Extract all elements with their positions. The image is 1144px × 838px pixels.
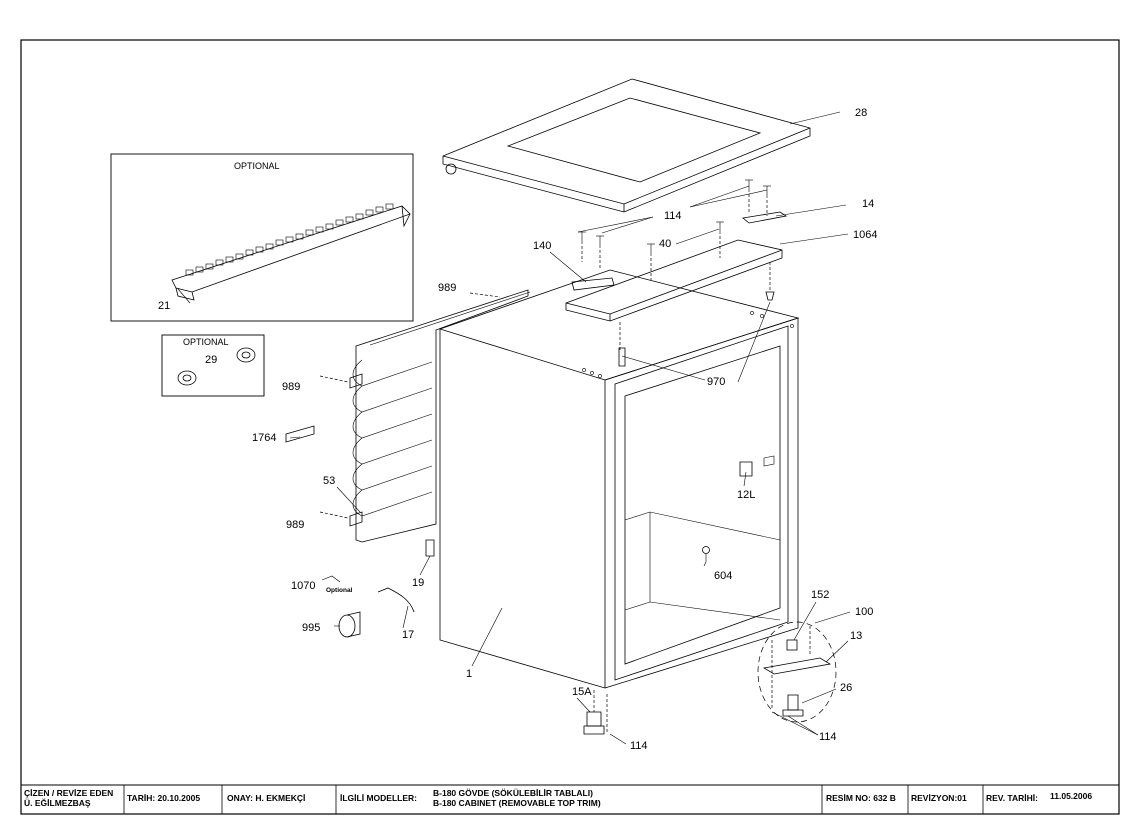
- optional-box-1: [110, 153, 414, 322]
- callout-140: 140: [533, 240, 551, 252]
- callout-152: 152: [811, 589, 829, 601]
- top-rail-part: [565, 239, 783, 350]
- condenser-part: [319, 289, 531, 543]
- optional-box-2-title: OPTIONAL: [183, 337, 229, 347]
- foot-15A-part: [583, 690, 608, 735]
- callout-1: 1: [466, 668, 472, 680]
- optional-box-2: [161, 334, 265, 397]
- drawing-date: TARİH: 20.10.2005: [127, 793, 200, 803]
- revision-date: 11.05.2006: [1050, 791, 1092, 801]
- callout-29: 29: [205, 354, 217, 366]
- leader-lines: [177, 111, 851, 745]
- callout-53: 53: [323, 475, 335, 487]
- callout-14: 14: [862, 198, 874, 210]
- top-lid-part: [442, 78, 811, 213]
- drawing-number: RESİM NO: 632 B: [826, 793, 896, 803]
- callout-100: 100: [855, 606, 873, 618]
- model-line-2: B-180 CABINET (REMOVABLE TOP TRIM): [433, 798, 601, 808]
- callout-21: 21: [158, 300, 170, 312]
- drawn-by-name: Ü. EĞİLMEZBAŞ: [24, 797, 91, 808]
- label-1764-part: [285, 425, 315, 443]
- callout-1764: 1764: [252, 432, 276, 444]
- model-line-1: B-180 GÖVDE (SÖKÜLEBİLİR TABLALI): [433, 788, 593, 798]
- callout-12L: 12L: [737, 489, 755, 501]
- callout-13: 13: [850, 630, 862, 642]
- callout-28: 28: [855, 107, 867, 119]
- revision-date-label: REV. TARİHİ:: [986, 793, 1038, 803]
- callout-17: 17: [402, 629, 414, 641]
- callout-40: 40: [659, 238, 671, 250]
- fitting-604-part: [702, 546, 710, 554]
- callout-604: 604: [714, 570, 732, 582]
- callout-989-top: 989: [438, 282, 456, 294]
- capacitor-995-part: [338, 614, 356, 638]
- callout-26: 26: [840, 682, 852, 694]
- clip-19-part: [425, 539, 435, 557]
- callout-114-bottom: 114: [630, 740, 648, 752]
- callout-labels: 28 14 114 40 1064 140 989 970 21 29 989 …: [158, 107, 877, 752]
- cable-17-part: [377, 587, 415, 613]
- approval: ONAY: H. EKMEKÇİ: [227, 793, 305, 803]
- hinge-assembly-part: [757, 621, 837, 723]
- callout-989-low: 989: [286, 519, 304, 531]
- misc-small-parts: [285, 425, 775, 638]
- title-block: ÇİZEN / REVİZE EDEN Ü. EĞİLMEZBAŞ TARİH:…: [20, 784, 1120, 815]
- drawing-frame: [20, 39, 1120, 815]
- optional-small-note: Optional: [326, 587, 353, 594]
- callout-995: 995: [302, 622, 320, 634]
- optional-box-1-title: OPTIONAL: [234, 161, 280, 171]
- callout-1070: 1070: [291, 580, 315, 592]
- callout-114-top: 114: [664, 210, 682, 222]
- callout-19: 19: [412, 577, 424, 589]
- revision: REVİZYON:01: [911, 793, 967, 803]
- cabinet-body-part: [438, 269, 800, 689]
- callout-1064: 1064: [853, 229, 877, 241]
- bracket-14-part: [742, 211, 788, 224]
- related-models-label: İLGİLİ MODELLER:: [340, 793, 417, 803]
- thermostat-12L-part: [739, 461, 753, 477]
- callout-989-mid: 989: [282, 381, 300, 393]
- callout-970: 970: [707, 376, 725, 388]
- drawn-by-label: ÇİZEN / REVİZE EDEN: [24, 788, 113, 798]
- callout-114-right: 114: [819, 731, 837, 743]
- callout-15A: 15A: [572, 686, 592, 698]
